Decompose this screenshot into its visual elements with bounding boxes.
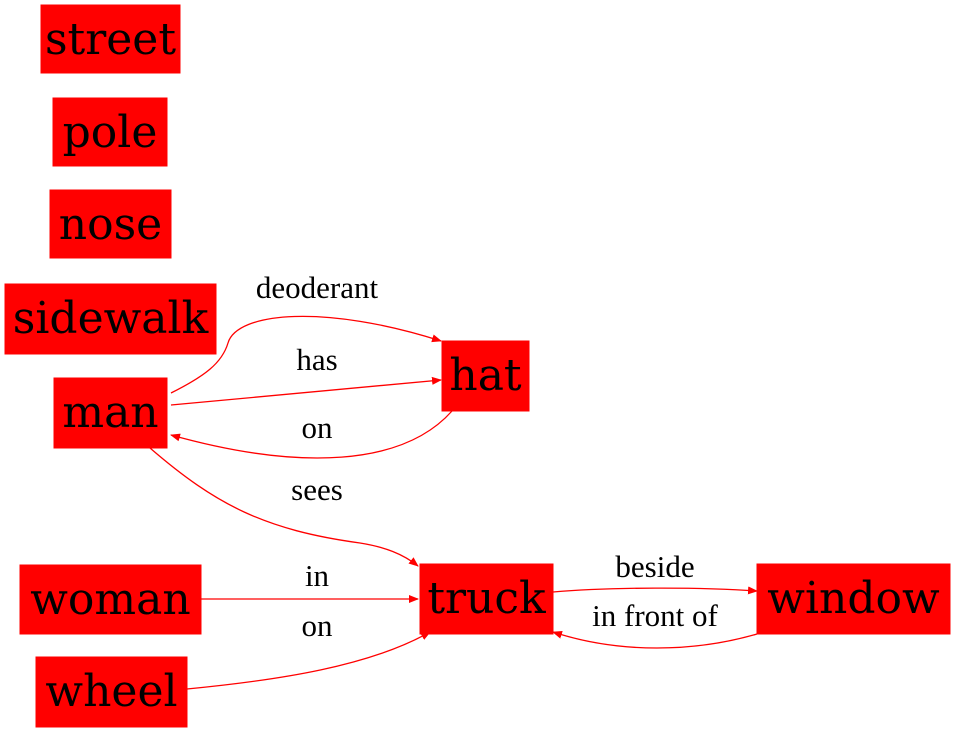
node-label: pole [63, 107, 158, 158]
node-label: truck [427, 573, 546, 624]
edge-line [170, 376, 442, 406]
edge-label: on [302, 410, 334, 445]
node-sidewalk: sidewalk [4, 283, 217, 355]
edge-line [186, 631, 431, 690]
node-truck: truck [419, 563, 554, 635]
edge-man-truck-sees: sees [149, 447, 419, 567]
edge-line [170, 315, 442, 394]
edge-line [149, 447, 419, 567]
node-street: street [40, 4, 181, 74]
node-label: man [62, 387, 158, 438]
edge-line [170, 410, 453, 459]
node-label: nose [59, 199, 162, 250]
node-label: street [45, 14, 176, 65]
node-label: wheel [45, 666, 177, 717]
edge-label: in [305, 558, 330, 593]
node-window: window [756, 563, 951, 635]
edge-label: on [302, 608, 334, 643]
node-pole: pole [52, 97, 168, 167]
node-label: sidewalk [13, 293, 209, 344]
edge-label: deoderant [256, 270, 379, 305]
edge-truck-window-beside: beside [552, 549, 758, 595]
edge-label: sees [291, 472, 343, 507]
edge-label: beside [615, 549, 694, 584]
edge-label: in front of [592, 598, 718, 633]
edge-hat-man-on: on [170, 410, 453, 459]
edge-wheel-truck-on: on [186, 608, 431, 690]
node-label: woman [30, 574, 190, 625]
edge-label: has [296, 342, 337, 377]
node-woman: woman [19, 564, 202, 635]
node-label: window [767, 573, 940, 624]
node-hat: hat [441, 340, 530, 412]
node-label: hat [449, 350, 522, 401]
edge-line [552, 586, 758, 595]
edge-man-hat-has: has [170, 342, 442, 406]
edge-window-truck-infrontof: in front of [552, 598, 758, 649]
node-nose: nose [49, 189, 172, 259]
node-wheel: wheel [35, 656, 188, 728]
edge-man-hat-deoderant: deoderant [170, 270, 442, 394]
node-man: man [53, 377, 168, 449]
edge-woman-truck-in: in [201, 558, 419, 603]
edge-line [552, 631, 758, 649]
